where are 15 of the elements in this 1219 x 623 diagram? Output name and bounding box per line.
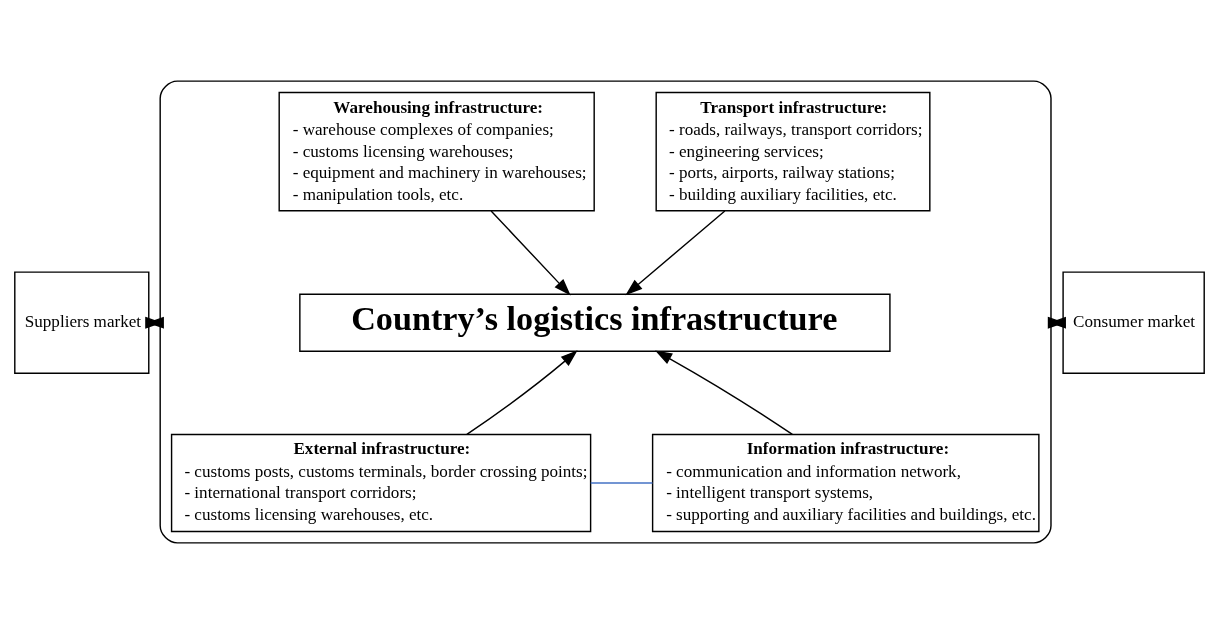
node-box: Information infrastructure: - communication and information network, - intelligent transport systems, - supporting and auxiliary facilities and buildings, etc. [651,433,1040,532]
node-box: Country’s logistics infrastructure [299,292,891,352]
node-box: External infrastructure: - customs posts, customs terminals, border crossing points; - international transport corridors; - customs licensing warehouses, etc. [170,433,592,532]
arrow [145,316,164,329]
arrow [490,209,571,296]
arrow [1047,316,1066,329]
node-box: Consumer market [1062,270,1205,374]
connector [590,481,654,484]
arrow [625,209,726,295]
node-box: Suppliers market [14,270,150,374]
arrow [466,349,578,435]
node-box: Warehousing infrastructure: - warehouse complexes of companies; - customs licensing warehouses; - equipment and machinery in warehouses; - manipulation tools, etc. [278,91,595,211]
node-box: Transport infrastructure: - roads, railways, transport corridors; - engineering services; - ports, airports, railway stations; - building auxiliary facilities, etc. [655,91,931,211]
cluster [159,79,1052,544]
arrow [655,350,794,435]
